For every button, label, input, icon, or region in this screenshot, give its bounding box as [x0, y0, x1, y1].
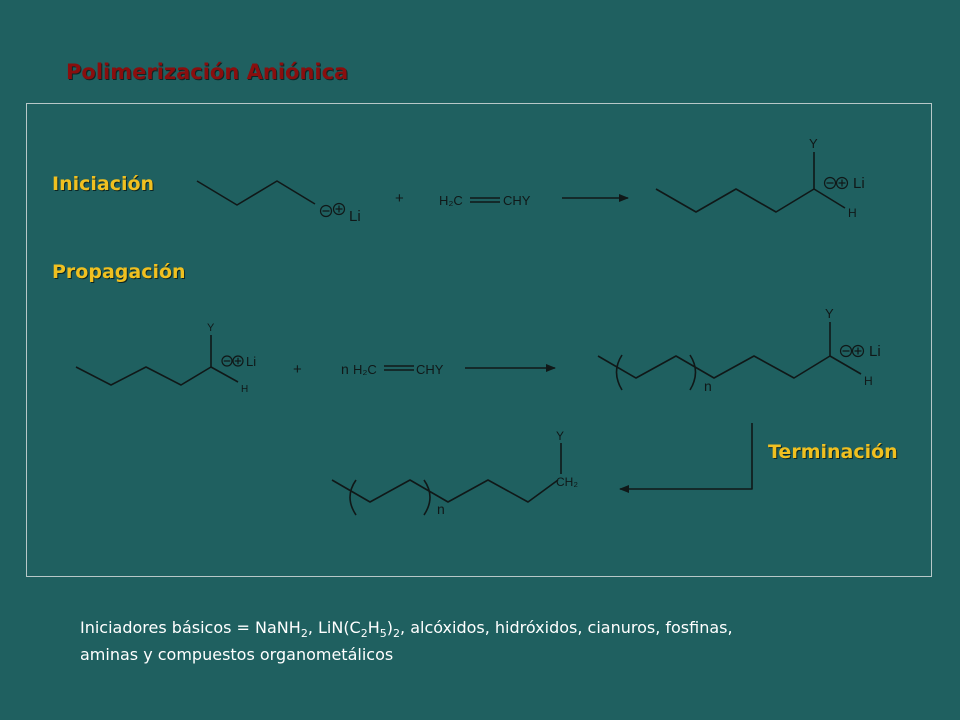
bond-to-h-propagation [210, 366, 239, 383]
stage-label-initiation: Iniciación [52, 173, 155, 195]
plus-charge-icon [232, 355, 244, 367]
stage-label-termination: Terminación [768, 441, 898, 463]
repeat-subscript-n: n [704, 378, 712, 394]
li-label: Li [246, 354, 256, 369]
reaction-frame [26, 103, 932, 577]
coefficient-n: n [341, 361, 349, 377]
monomer-left: H₂C [439, 193, 463, 208]
ch2-label: CH₂ [556, 475, 578, 489]
monomer-right: CHY [503, 193, 531, 208]
right-bracket [689, 354, 697, 391]
initiator-note: Iniciadores básicos = NaNH2, LiN(C2H5)2,… [80, 618, 733, 665]
li-label: Li [853, 175, 865, 192]
y-label: Y [809, 136, 818, 151]
plus-charge-icon [332, 202, 346, 216]
right-bracket-terminated [423, 479, 431, 516]
termination-arrow-path [619, 423, 753, 493]
page-title: Polimerización Aniónica [66, 60, 349, 84]
minus-charge-icon [221, 355, 233, 367]
li-label: Li [869, 343, 881, 360]
minus-charge-icon [839, 344, 853, 358]
stage-label-propagation: Propagación [52, 261, 186, 283]
minus-charge-icon [823, 176, 837, 190]
plus-charge-icon [851, 344, 865, 358]
bond-to-h [813, 188, 846, 209]
y-label: Y [207, 322, 215, 334]
y-label: Y [825, 306, 834, 321]
propagating-chain [75, 366, 212, 386]
monomer-right: CHY [416, 362, 444, 377]
plus-sign: + [395, 190, 404, 207]
h-label: H [241, 384, 248, 395]
polymer-chain [597, 355, 831, 379]
li-label: Li [349, 208, 361, 225]
product-chain-initiation [655, 188, 815, 213]
left-bracket-terminated [349, 479, 357, 516]
monomer-left: H₂C [353, 362, 377, 377]
minus-charge-icon [319, 204, 333, 218]
repeat-subscript-n: n [437, 501, 445, 517]
plus-sign: + [293, 361, 302, 378]
terminated-chain [331, 479, 559, 503]
left-bracket [615, 354, 623, 391]
butyl-chain [196, 180, 316, 206]
y-label: Y [556, 429, 564, 443]
h-label: H [848, 206, 857, 220]
h-label: H [864, 374, 873, 388]
bond-to-h-polymer [829, 355, 862, 375]
plus-charge-icon [835, 176, 849, 190]
